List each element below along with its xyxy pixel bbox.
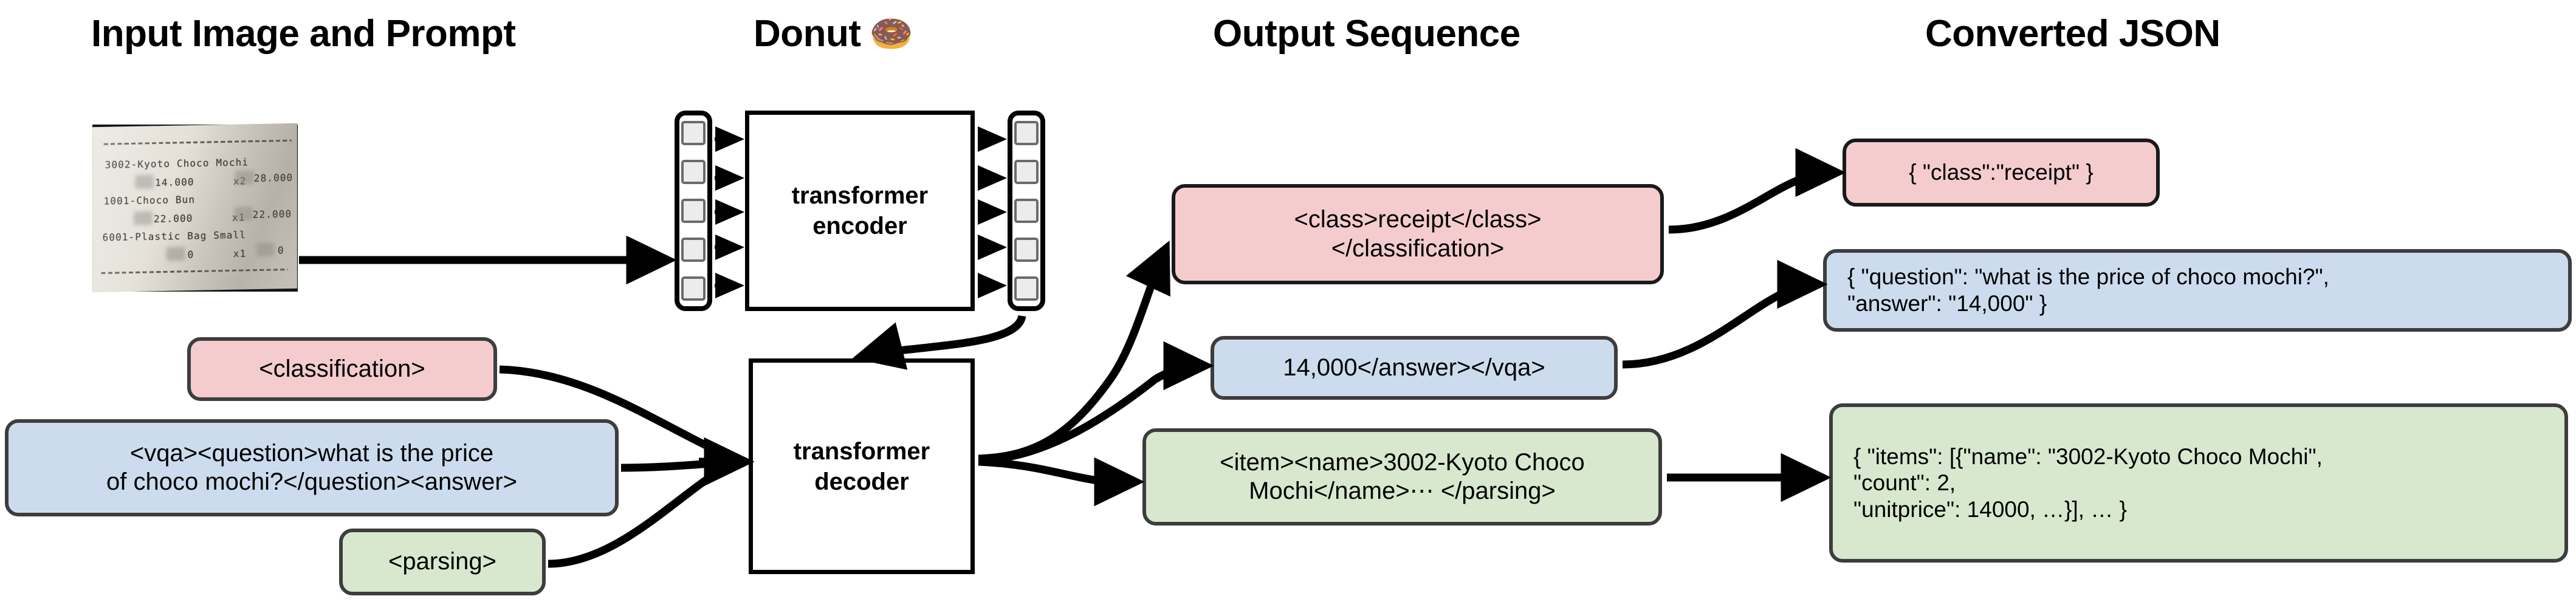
transformer-encoder-box: transformer encoder bbox=[745, 111, 975, 311]
token-cell bbox=[1014, 199, 1039, 223]
arrow-prompt-vqa-to-decoder bbox=[620, 457, 739, 472]
transformer-decoder-label: transformer decoder bbox=[793, 437, 930, 495]
token-cell bbox=[1014, 121, 1039, 145]
transformer-decoder-box: transformer decoder bbox=[749, 358, 975, 574]
token-cell bbox=[681, 238, 706, 262]
receipt-line-4: 6001-Plastic Bag Small bbox=[102, 229, 246, 244]
encoder-input-token-strip bbox=[675, 111, 712, 311]
prompt-classification-text: <classification> bbox=[259, 355, 425, 382]
output-parsing-text: <item><name>3002-Kyoto Choco Mochi</name… bbox=[1220, 448, 1585, 504]
column-title-input-image-and-prompt: Input Image and Prompt bbox=[91, 13, 516, 55]
json-classification-box[interactable]: { "class":"receipt" } bbox=[1843, 139, 2160, 207]
receipt-redaction bbox=[135, 174, 154, 189]
encoder-output-token-strip bbox=[1008, 111, 1045, 311]
receipt-redaction bbox=[256, 242, 274, 257]
json-vqa-box[interactable]: { "question": "what is the price of choc… bbox=[1823, 249, 2572, 332]
column-title-converted-json: Converted JSON bbox=[1925, 13, 2221, 55]
output-vqa-box[interactable]: 14,000</answer></vqa> bbox=[1211, 336, 1618, 400]
receipt-line-5: 0 x1 bbox=[187, 248, 247, 261]
column-title-donut: Donut 🍩 bbox=[754, 12, 913, 55]
receipt-redaction bbox=[235, 170, 254, 185]
receipt-line-2: 1001-Choco Bun bbox=[103, 194, 196, 207]
token-cell bbox=[1014, 276, 1039, 301]
arrow-decoder-to-output-classification bbox=[978, 240, 1170, 463]
json-vqa-text: { "question": "what is the price of choc… bbox=[1847, 264, 2329, 316]
input-receipt-image: 3002-Kyoto Choco Mochi 14.000 x2 28.000 … bbox=[92, 123, 298, 293]
receipt-dash-bottom bbox=[101, 269, 288, 275]
arrow-output-to-json-vqa bbox=[1622, 259, 1828, 369]
arrows-encoder-to-tokens bbox=[978, 126, 1007, 298]
prompt-vqa-box[interactable]: <vqa><question>what is the price of choc… bbox=[5, 419, 619, 516]
donut-title-text: Donut bbox=[754, 13, 861, 55]
arrow-output-to-json-classification bbox=[1668, 148, 1846, 234]
json-parsing-text: { "items": [{"name": "3002-Kyoto Choco M… bbox=[1853, 443, 2323, 522]
column-title-output-sequence: Output Sequence bbox=[1213, 13, 1520, 55]
token-cell bbox=[1014, 160, 1039, 184]
donut-icon: 🍩 bbox=[869, 13, 913, 53]
receipt-line-1-amount: 28.000 bbox=[253, 172, 294, 185]
receipt-redaction bbox=[233, 207, 253, 221]
receipt-line-3: 22.000 x1 bbox=[154, 211, 246, 225]
receipt-redaction bbox=[166, 247, 185, 261]
output-classification-box[interactable]: <class>receipt</class> </classification> bbox=[1172, 184, 1664, 284]
output-parsing-box[interactable]: <item><name>3002-Kyoto Choco Mochi</name… bbox=[1142, 428, 1662, 526]
receipt-line-3-amount: 22.000 bbox=[252, 208, 292, 221]
receipt-redaction bbox=[134, 211, 153, 225]
output-classification-text: <class>receipt</class> </classification> bbox=[1294, 206, 1542, 262]
prompt-vqa-text: <vqa><question>what is the price of choc… bbox=[106, 439, 517, 495]
token-cell bbox=[681, 121, 706, 145]
receipt-line-1: 14.000 x2 bbox=[155, 175, 247, 189]
receipt-sheen bbox=[92, 123, 297, 293]
token-cell bbox=[1014, 238, 1039, 262]
json-classification-text: { "class":"receipt" } bbox=[1909, 160, 2093, 185]
arrow-decoder-to-output-parsing bbox=[978, 457, 1145, 507]
prompt-classification-box[interactable]: <classification> bbox=[187, 337, 497, 401]
transformer-encoder-label: transformer encoder bbox=[791, 182, 929, 239]
receipt-line-5-amount: 0 bbox=[277, 245, 284, 256]
arrows-tokens-into-encoder bbox=[715, 126, 744, 298]
json-parsing-box[interactable]: { "items": [{"name": "3002-Kyoto Choco M… bbox=[1829, 403, 2568, 563]
output-vqa-text: 14,000</answer></vqa> bbox=[1283, 354, 1545, 381]
prompt-parsing-box[interactable]: <parsing> bbox=[339, 529, 546, 595]
receipt-dash-top bbox=[103, 139, 292, 145]
arrow-encoder-memory-to-decoder bbox=[852, 315, 1026, 370]
receipt-paper: 3002-Kyoto Choco Mochi 14.000 x2 28.000 … bbox=[92, 123, 297, 293]
token-cell bbox=[681, 160, 706, 184]
token-cell bbox=[681, 276, 706, 301]
token-cell bbox=[681, 199, 706, 223]
receipt-line-0: 3002-Kyoto Choco Mochi bbox=[105, 156, 249, 171]
prompt-parsing-text: <parsing> bbox=[388, 548, 496, 575]
